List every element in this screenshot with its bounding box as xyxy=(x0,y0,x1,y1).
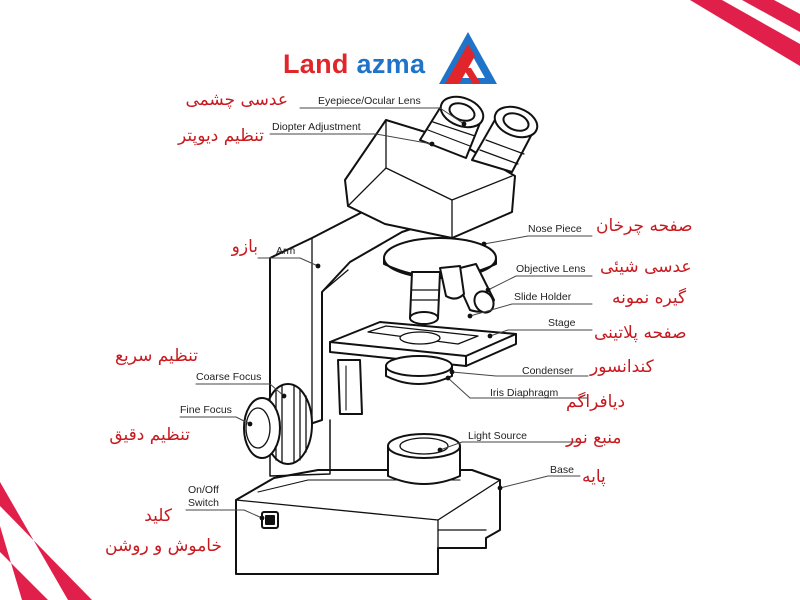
label-iris-en: Iris Diaphragm xyxy=(490,387,559,399)
label-base-en: Base xyxy=(550,464,574,476)
label-nosepiece-fa: صفحه چرخان xyxy=(596,216,693,236)
objective-lens-3 xyxy=(439,265,465,300)
label-coarse-en: Coarse Focus xyxy=(196,371,262,383)
label-switch-en-1: On/Off xyxy=(188,484,219,496)
label-iris-fa: دیافراگم xyxy=(566,392,626,412)
label-objective-en: Objective Lens xyxy=(516,263,586,275)
label-slideholder-fa: گیره نمونه xyxy=(612,288,687,308)
label-objective-fa: عدسی شیئی xyxy=(600,257,692,277)
label-slideholder-en: Slide Holder xyxy=(514,291,572,303)
brand-name-azma: azma xyxy=(356,48,426,79)
brand-name: Land azma xyxy=(283,49,425,80)
label-fine-fa: تنظیم دقیق xyxy=(109,425,190,445)
label-fine-en: Fine Focus xyxy=(180,404,232,416)
head-body xyxy=(344,119,516,239)
label-nosepiece-en: Nose Piece xyxy=(528,223,582,235)
label-arm-fa: بازو xyxy=(231,237,258,257)
brand-name-land: Land xyxy=(283,48,349,79)
label-light-en: Light Source xyxy=(468,430,527,442)
label-stage-en: Stage xyxy=(548,317,576,329)
label-eyepiece-en: Eyepiece/Ocular Lens xyxy=(318,95,421,107)
label-stage-fa: صفحه پلاتینی xyxy=(594,323,687,343)
label-switch-fa-2: خاموش و روشن xyxy=(105,536,222,556)
label-diopter-en: Diopter Adjustment xyxy=(272,121,361,133)
label-arm-en: Arm xyxy=(276,245,296,257)
label-switch-en-2: Switch xyxy=(188,497,219,509)
label-condenser-en: Condenser xyxy=(522,365,574,377)
label-base-fa: پایه xyxy=(582,467,606,487)
label-eyepiece-fa: عدسی چشمی xyxy=(185,90,288,110)
label-diopter-fa: تنظیم دیوپتر xyxy=(178,126,264,146)
triangle-logo-icon xyxy=(439,32,497,84)
brand-logo: Land azma xyxy=(283,32,497,86)
label-light-fa: منبع نور xyxy=(566,428,622,448)
label-coarse-fa: تنظیم سریع xyxy=(114,346,198,366)
label-condenser-fa: کندانسور xyxy=(590,357,654,377)
base xyxy=(235,469,501,575)
label-switch-fa-1: کلید xyxy=(144,506,172,526)
